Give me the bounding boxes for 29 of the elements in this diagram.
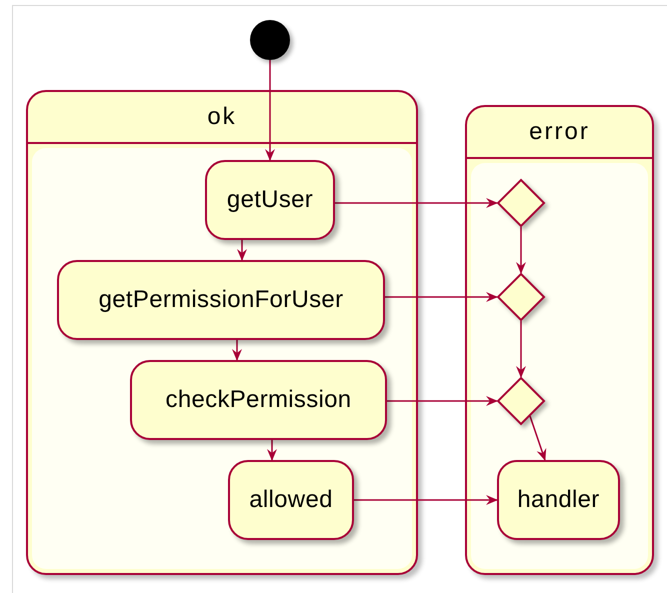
swimlane	[465, 105, 654, 575]
arrow	[335, 198, 498, 208]
lane-title: error	[529, 118, 590, 146]
decision-diamond	[497, 377, 545, 425]
arrow	[237, 240, 247, 261]
arrow	[387, 396, 498, 406]
activity-box	[130, 360, 387, 440]
arrow	[267, 440, 277, 461]
arrow	[232, 340, 242, 361]
activity-label: getUser	[226, 186, 314, 214]
activity-box	[57, 260, 385, 340]
arrow	[265, 60, 275, 161]
activity-box	[497, 460, 620, 540]
arrow	[529, 416, 546, 461]
activity-label: checkPermission	[166, 386, 352, 414]
arrow	[354, 495, 498, 505]
activity-box	[228, 460, 354, 540]
swimlane	[26, 90, 418, 575]
activity-box	[205, 160, 335, 240]
activity-label: handler	[517, 486, 600, 514]
activity-label: getPermissionForUser	[98, 286, 344, 314]
decision-diamond	[497, 179, 545, 227]
decision-diamond	[497, 273, 545, 321]
arrow	[516, 227, 526, 274]
start-node	[250, 20, 290, 60]
arrow	[385, 292, 498, 302]
activity-label: allowed	[249, 486, 333, 514]
lane-title: ok	[207, 103, 237, 131]
arrow	[516, 321, 526, 378]
